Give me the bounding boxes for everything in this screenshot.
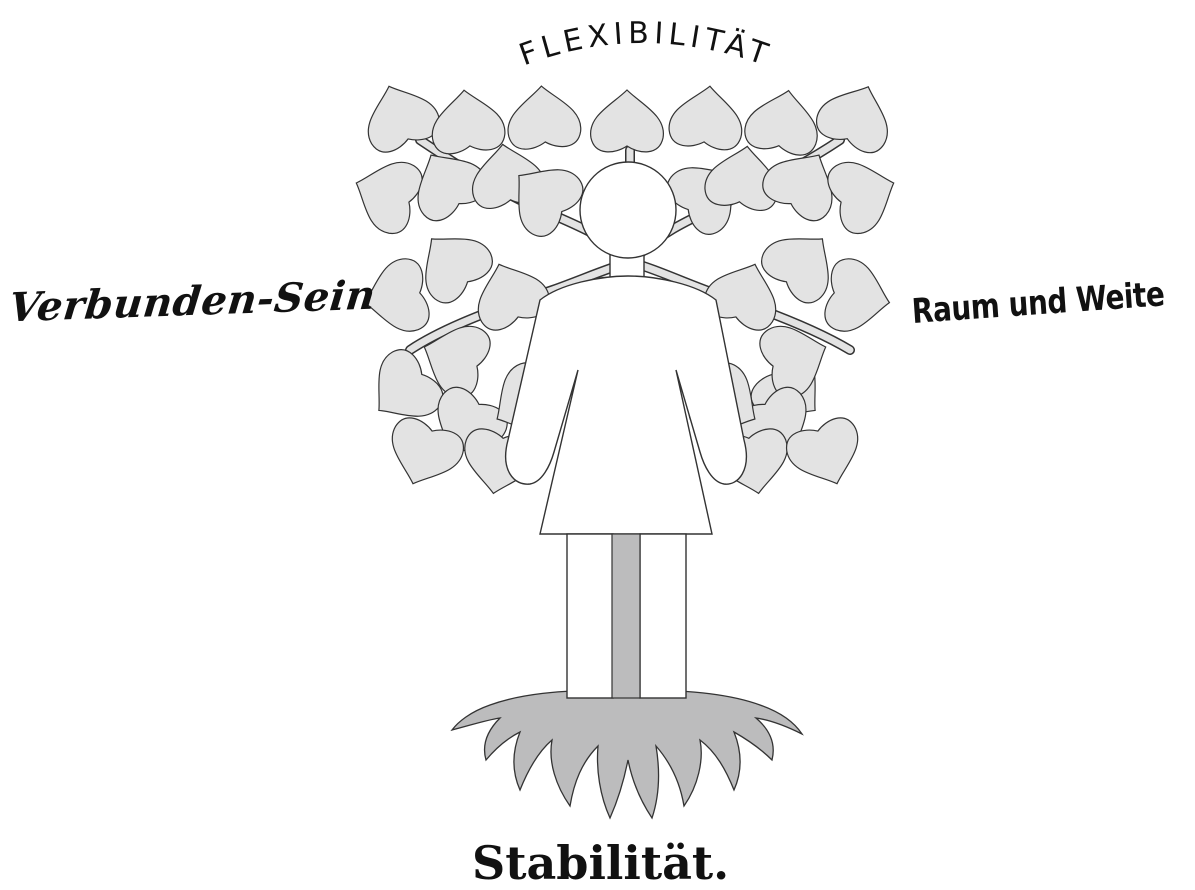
label-stabilitaet: Stabilität. (472, 836, 729, 890)
label-flexibilitaet: FLEXIBILITÄT (515, 16, 777, 74)
trunk (612, 534, 640, 698)
